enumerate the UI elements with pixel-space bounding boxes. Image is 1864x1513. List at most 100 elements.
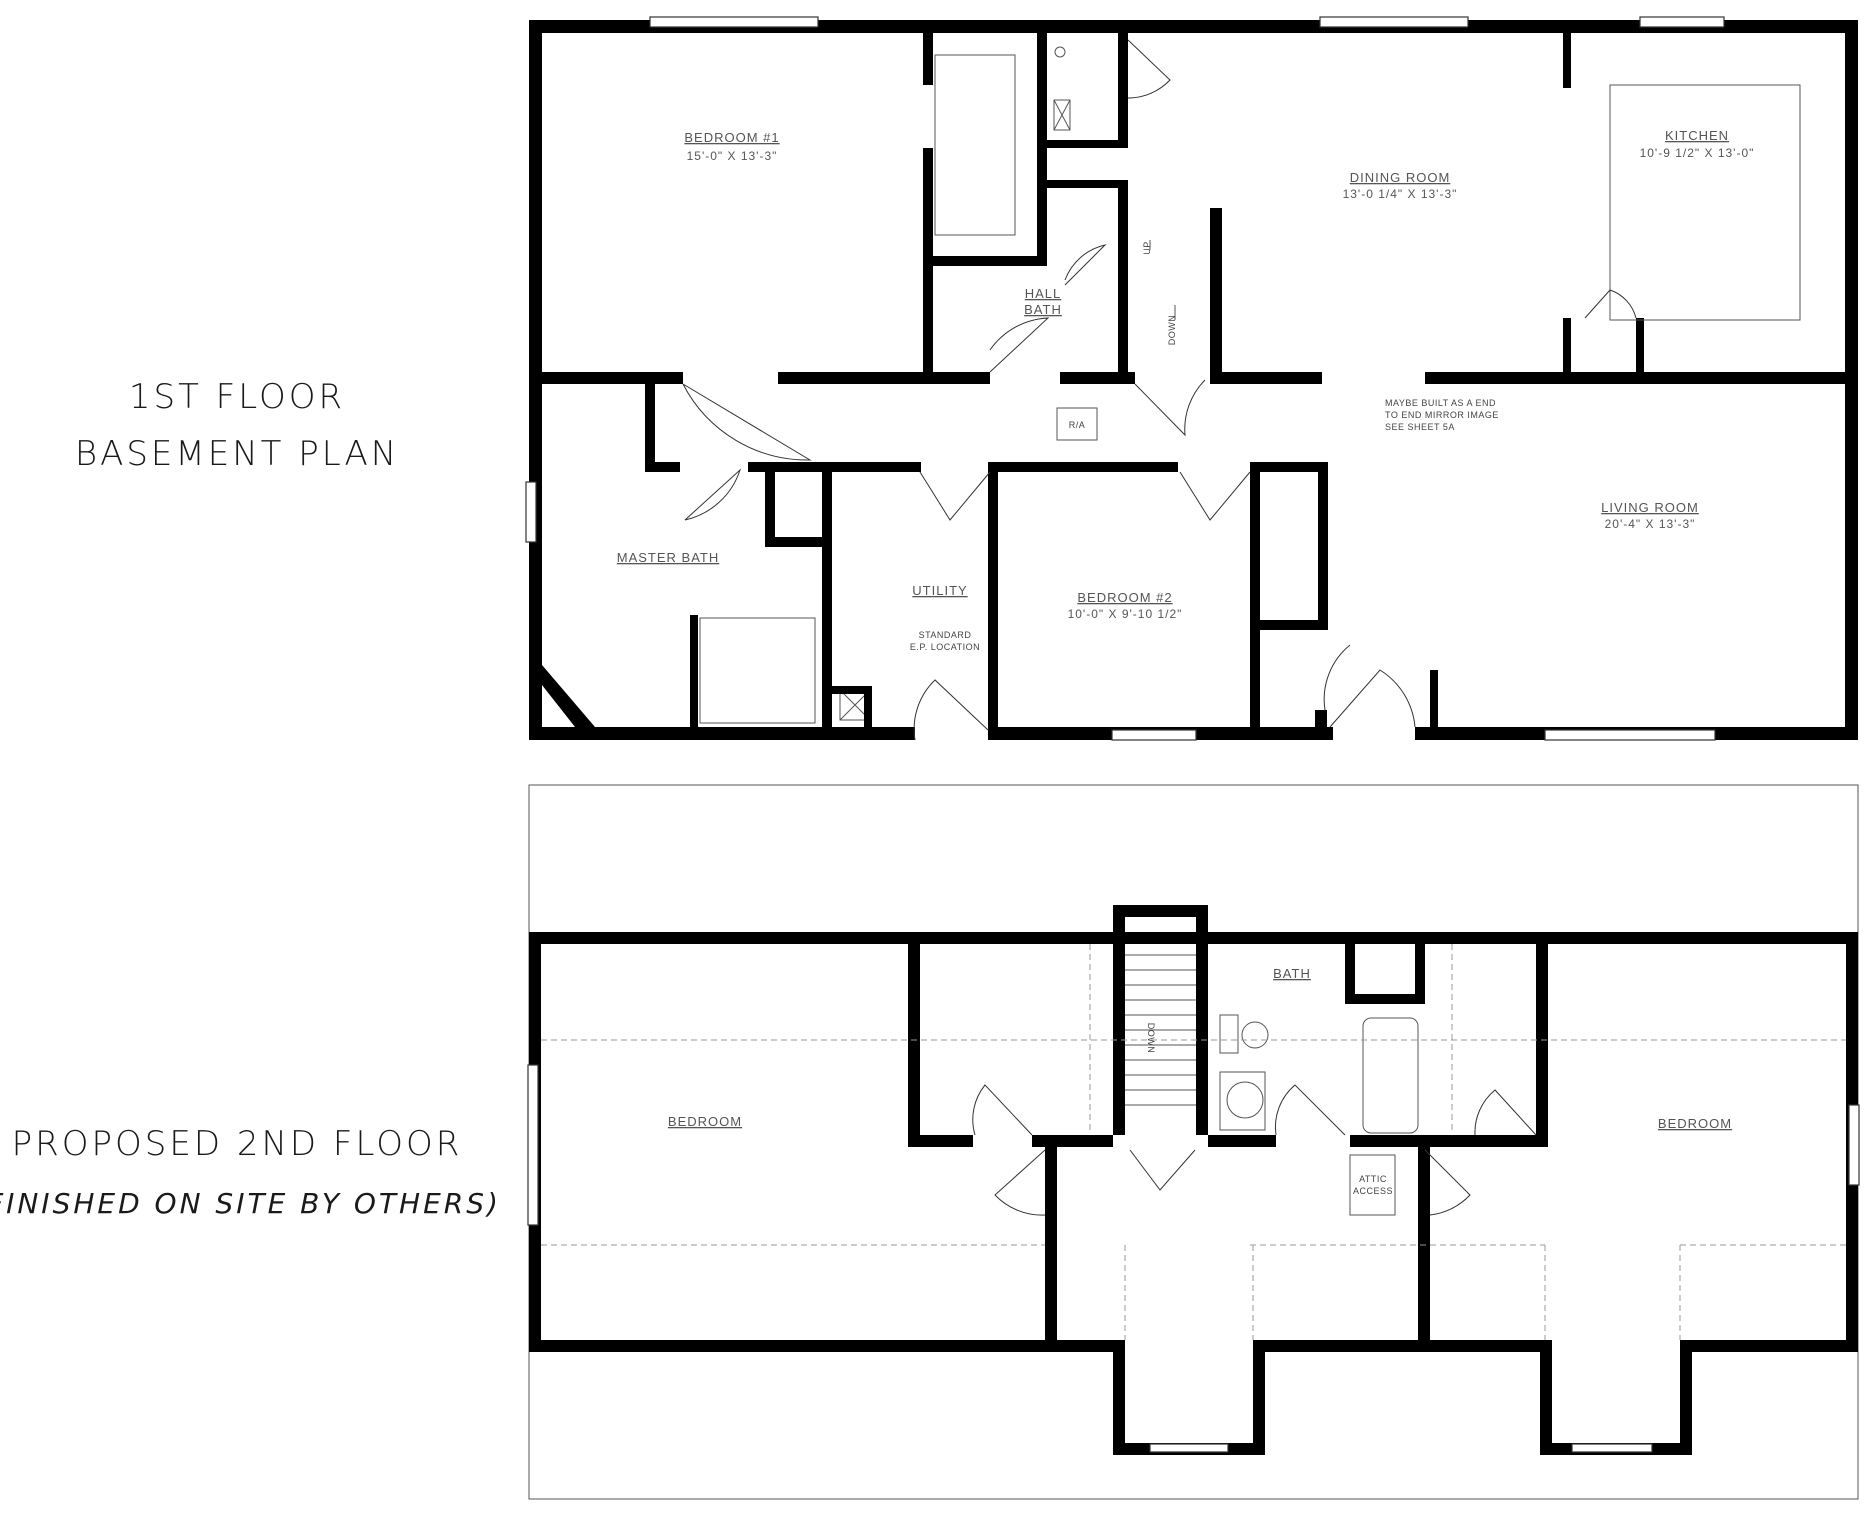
ff-door-swing: [989, 317, 1050, 373]
dining-room-dims: 13'-0 1/4" X 13'-3": [1343, 187, 1458, 201]
ff-closet-shelf: [934, 54, 1016, 236]
sf-bedroom-right-label: BEDROOM: [1658, 1116, 1732, 1131]
ff-wall: [1563, 318, 1571, 378]
living-room-label: LIVING ROOM: [1601, 500, 1699, 515]
sf-stair-wall: [1113, 905, 1208, 917]
sf-wall: [1418, 1207, 1430, 1342]
ff-wall: [832, 686, 872, 694]
attic-access-box: [1349, 1154, 1396, 1216]
utility-note-line1: STANDARD: [919, 630, 972, 640]
sf-stairs-down-label: DOWN: [1146, 1023, 1156, 1054]
ff-door-swing: [1064, 244, 1107, 286]
ff-wall: [1430, 670, 1438, 740]
ff-door-swing: [1179, 471, 1251, 521]
ff-door-swing: [913, 679, 989, 741]
second-floor-title-line2: (FINISHED ON SITE BY OTHERS): [0, 1187, 501, 1220]
mirror-note-line1: MAYBE BUILT AS A END: [1385, 398, 1496, 408]
hall-bath-label-line2: BATH: [1024, 302, 1062, 317]
sf-wall: [1425, 1135, 1545, 1147]
sf-wall: [1415, 944, 1425, 1004]
ff-corner-shower: [542, 665, 595, 727]
bedroom1-dims: 15'-0" X 13'-3": [687, 149, 778, 163]
sf-stair-wall: [1113, 905, 1125, 1135]
sf-toilet: [1241, 1021, 1269, 1049]
sf-window: [1571, 1443, 1653, 1453]
first-floor-title-line1: 1ST FLOOR: [129, 377, 345, 417]
master-bath-label: MASTER BATH: [617, 550, 720, 565]
sf-bedroom-left-label: BEDROOM: [668, 1114, 742, 1129]
ff-door-swing: [1329, 669, 1416, 728]
sf-vanity: [1219, 1071, 1266, 1131]
ff-window: [1319, 16, 1469, 28]
ff-wall: [1260, 620, 1328, 630]
dining-room-label: DINING ROOM: [1350, 170, 1451, 185]
sf-wall: [1032, 1135, 1113, 1147]
ff-wall: [690, 615, 698, 740]
sf-wall: [908, 944, 920, 1147]
second-floor-title-line1: PROPOSED 2ND FLOOR: [12, 1124, 463, 1164]
sf-door-swing: [994, 1149, 1046, 1216]
stairs-up-label: UP: [1142, 241, 1152, 255]
second-floor-plan: BEDROOM BEDROOM BATH DOWN ATTIC ACCESS: [527, 784, 1860, 1500]
sf-stair-wall: [1196, 905, 1208, 1135]
hall-bath-label-line1: HALL: [1025, 286, 1062, 301]
sf-wall: [1418, 1135, 1430, 1207]
ff-wall: [923, 33, 933, 85]
utility-note-line2: E.P. LOCATION: [910, 642, 980, 652]
ff-window: [525, 481, 537, 543]
ff-window: [1111, 729, 1197, 741]
ra-box: [1056, 407, 1098, 441]
sf-sink: [1226, 1081, 1264, 1119]
ff-wall: [1060, 372, 1135, 384]
first-floor-plan: BEDROOM #1 15'-0" X 13'-3" DINING ROOM 1…: [525, 16, 1858, 741]
ff-fixture: [1054, 46, 1066, 58]
bedroom1-label: BEDROOM #1: [684, 130, 779, 145]
living-room-dims: 20'-4" X 13'-3": [1605, 517, 1696, 531]
ff-wall: [1037, 33, 1047, 266]
utility-label: UTILITY: [912, 583, 967, 598]
ff-door-swing: [684, 468, 742, 521]
ff-door-swing: [919, 471, 991, 521]
ff-wall: [1636, 318, 1644, 378]
ff-door-swing: [1134, 379, 1206, 437]
ff-wall: [1563, 33, 1571, 88]
attic-access-label-line2: ACCESS: [1353, 1186, 1393, 1196]
sf-wall: [1045, 1147, 1057, 1342]
sf-wall-bottom-right: [1680, 1340, 1858, 1352]
ff-window: [649, 16, 819, 28]
ff-exterior-wall-bottom-left: [529, 727, 915, 740]
ff-wall: [748, 462, 921, 472]
sf-door-swing: [1274, 1084, 1346, 1136]
ff-wall: [1118, 33, 1128, 148]
ff-window: [1639, 16, 1725, 28]
ff-wall: [1318, 462, 1328, 627]
sf-wall: [1208, 1135, 1276, 1147]
sf-dormer-wall: [1253, 1340, 1265, 1455]
sf-dormer-wall: [1113, 1340, 1125, 1455]
sf-wall: [1345, 994, 1425, 1004]
sf-door-swing: [1474, 1089, 1537, 1136]
sf-exterior-wall-top: [529, 932, 1858, 944]
ff-wall: [765, 472, 775, 547]
ff-tub: [699, 617, 816, 724]
sf-window: [527, 1064, 539, 1226]
mirror-note-line2: TO END MIRROR IMAGE: [1385, 410, 1499, 420]
sf-window: [1149, 1443, 1229, 1453]
sf-window: [1848, 1104, 1860, 1186]
sf-bath-label: BATH: [1273, 966, 1311, 981]
sf-stair-treads: [1125, 954, 1196, 1106]
ff-exterior-wall-top: [529, 20, 1858, 33]
ff-wall: [933, 256, 1043, 266]
ff-wall: [1220, 372, 1322, 384]
sf-wall-bottom-mid: [1255, 1340, 1550, 1352]
sf-toilet-tank: [1219, 1014, 1239, 1054]
ff-door-swing: [1127, 39, 1171, 99]
ff-fixture: [1053, 99, 1071, 131]
first-floor-title-line2: BASEMENT PLAN: [75, 434, 399, 474]
ff-wall: [1047, 140, 1123, 148]
ff-wall: [864, 686, 872, 740]
ff-door-swing: [1584, 289, 1637, 319]
sf-tub: [1362, 1017, 1419, 1134]
attic-access-label-line1: ATTIC: [1359, 1174, 1387, 1184]
